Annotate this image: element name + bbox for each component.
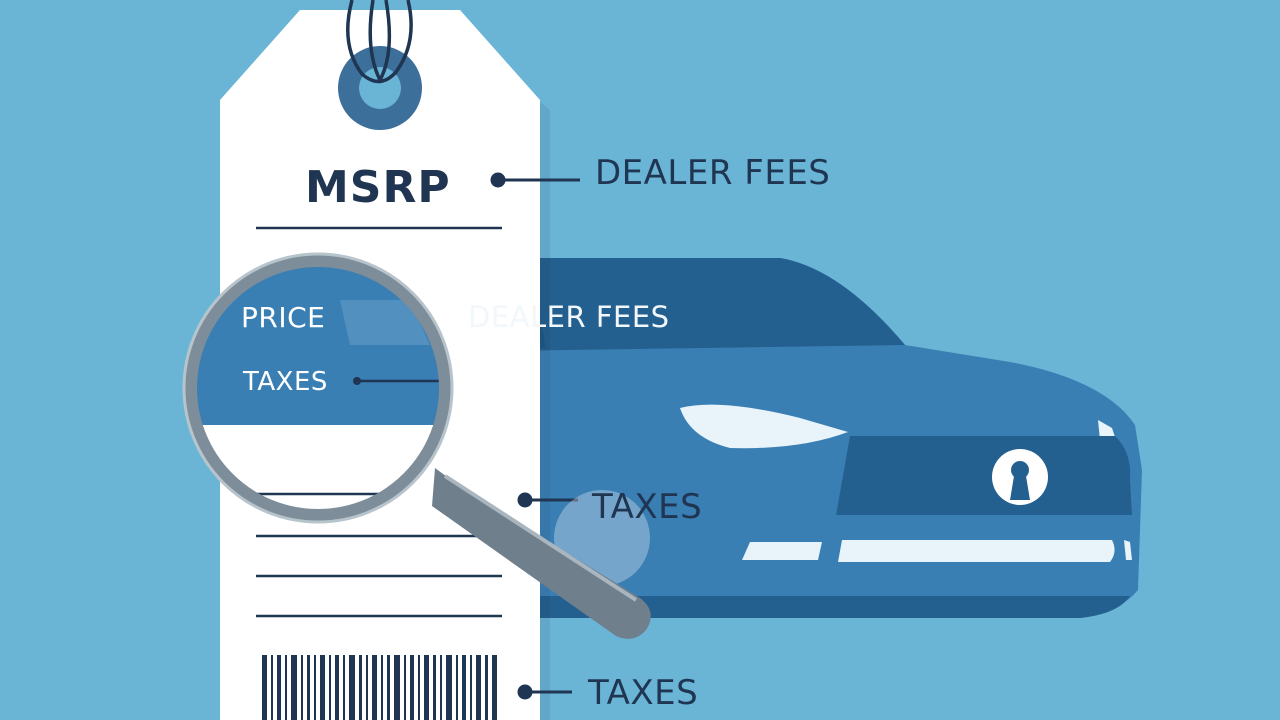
pointers	[490, 172, 580, 700]
car-bumper-strip-right	[838, 540, 1115, 562]
magnifying-glass-icon	[182, 252, 651, 639]
car-headlight	[680, 404, 848, 449]
msrp-title: MSRP	[305, 162, 451, 213]
car-lower-shadow	[520, 596, 1130, 618]
keyhole-icon	[992, 449, 1048, 505]
magnifier-rim-highlight	[182, 252, 454, 524]
magnifier-rim	[183, 253, 453, 523]
barcode	[262, 655, 497, 720]
label-dealer-fees-on-car: DEALER FEES	[468, 300, 670, 334]
lens-label-taxes: TAXES	[243, 367, 328, 397]
label-taxes: TAXES	[592, 487, 703, 527]
car-bumper-tip	[1124, 540, 1132, 560]
magnifier-handle-highlight	[443, 474, 638, 602]
car-bumper-strip-left	[742, 542, 822, 560]
lens-label-price: PRICE	[241, 301, 326, 334]
label-taxes: TAXES	[588, 673, 699, 713]
magnifier-handle	[432, 468, 651, 639]
car-grille	[836, 436, 1132, 515]
label-dealer-fees: DEALER FEES	[595, 153, 831, 193]
tag-string	[346, 0, 413, 84]
